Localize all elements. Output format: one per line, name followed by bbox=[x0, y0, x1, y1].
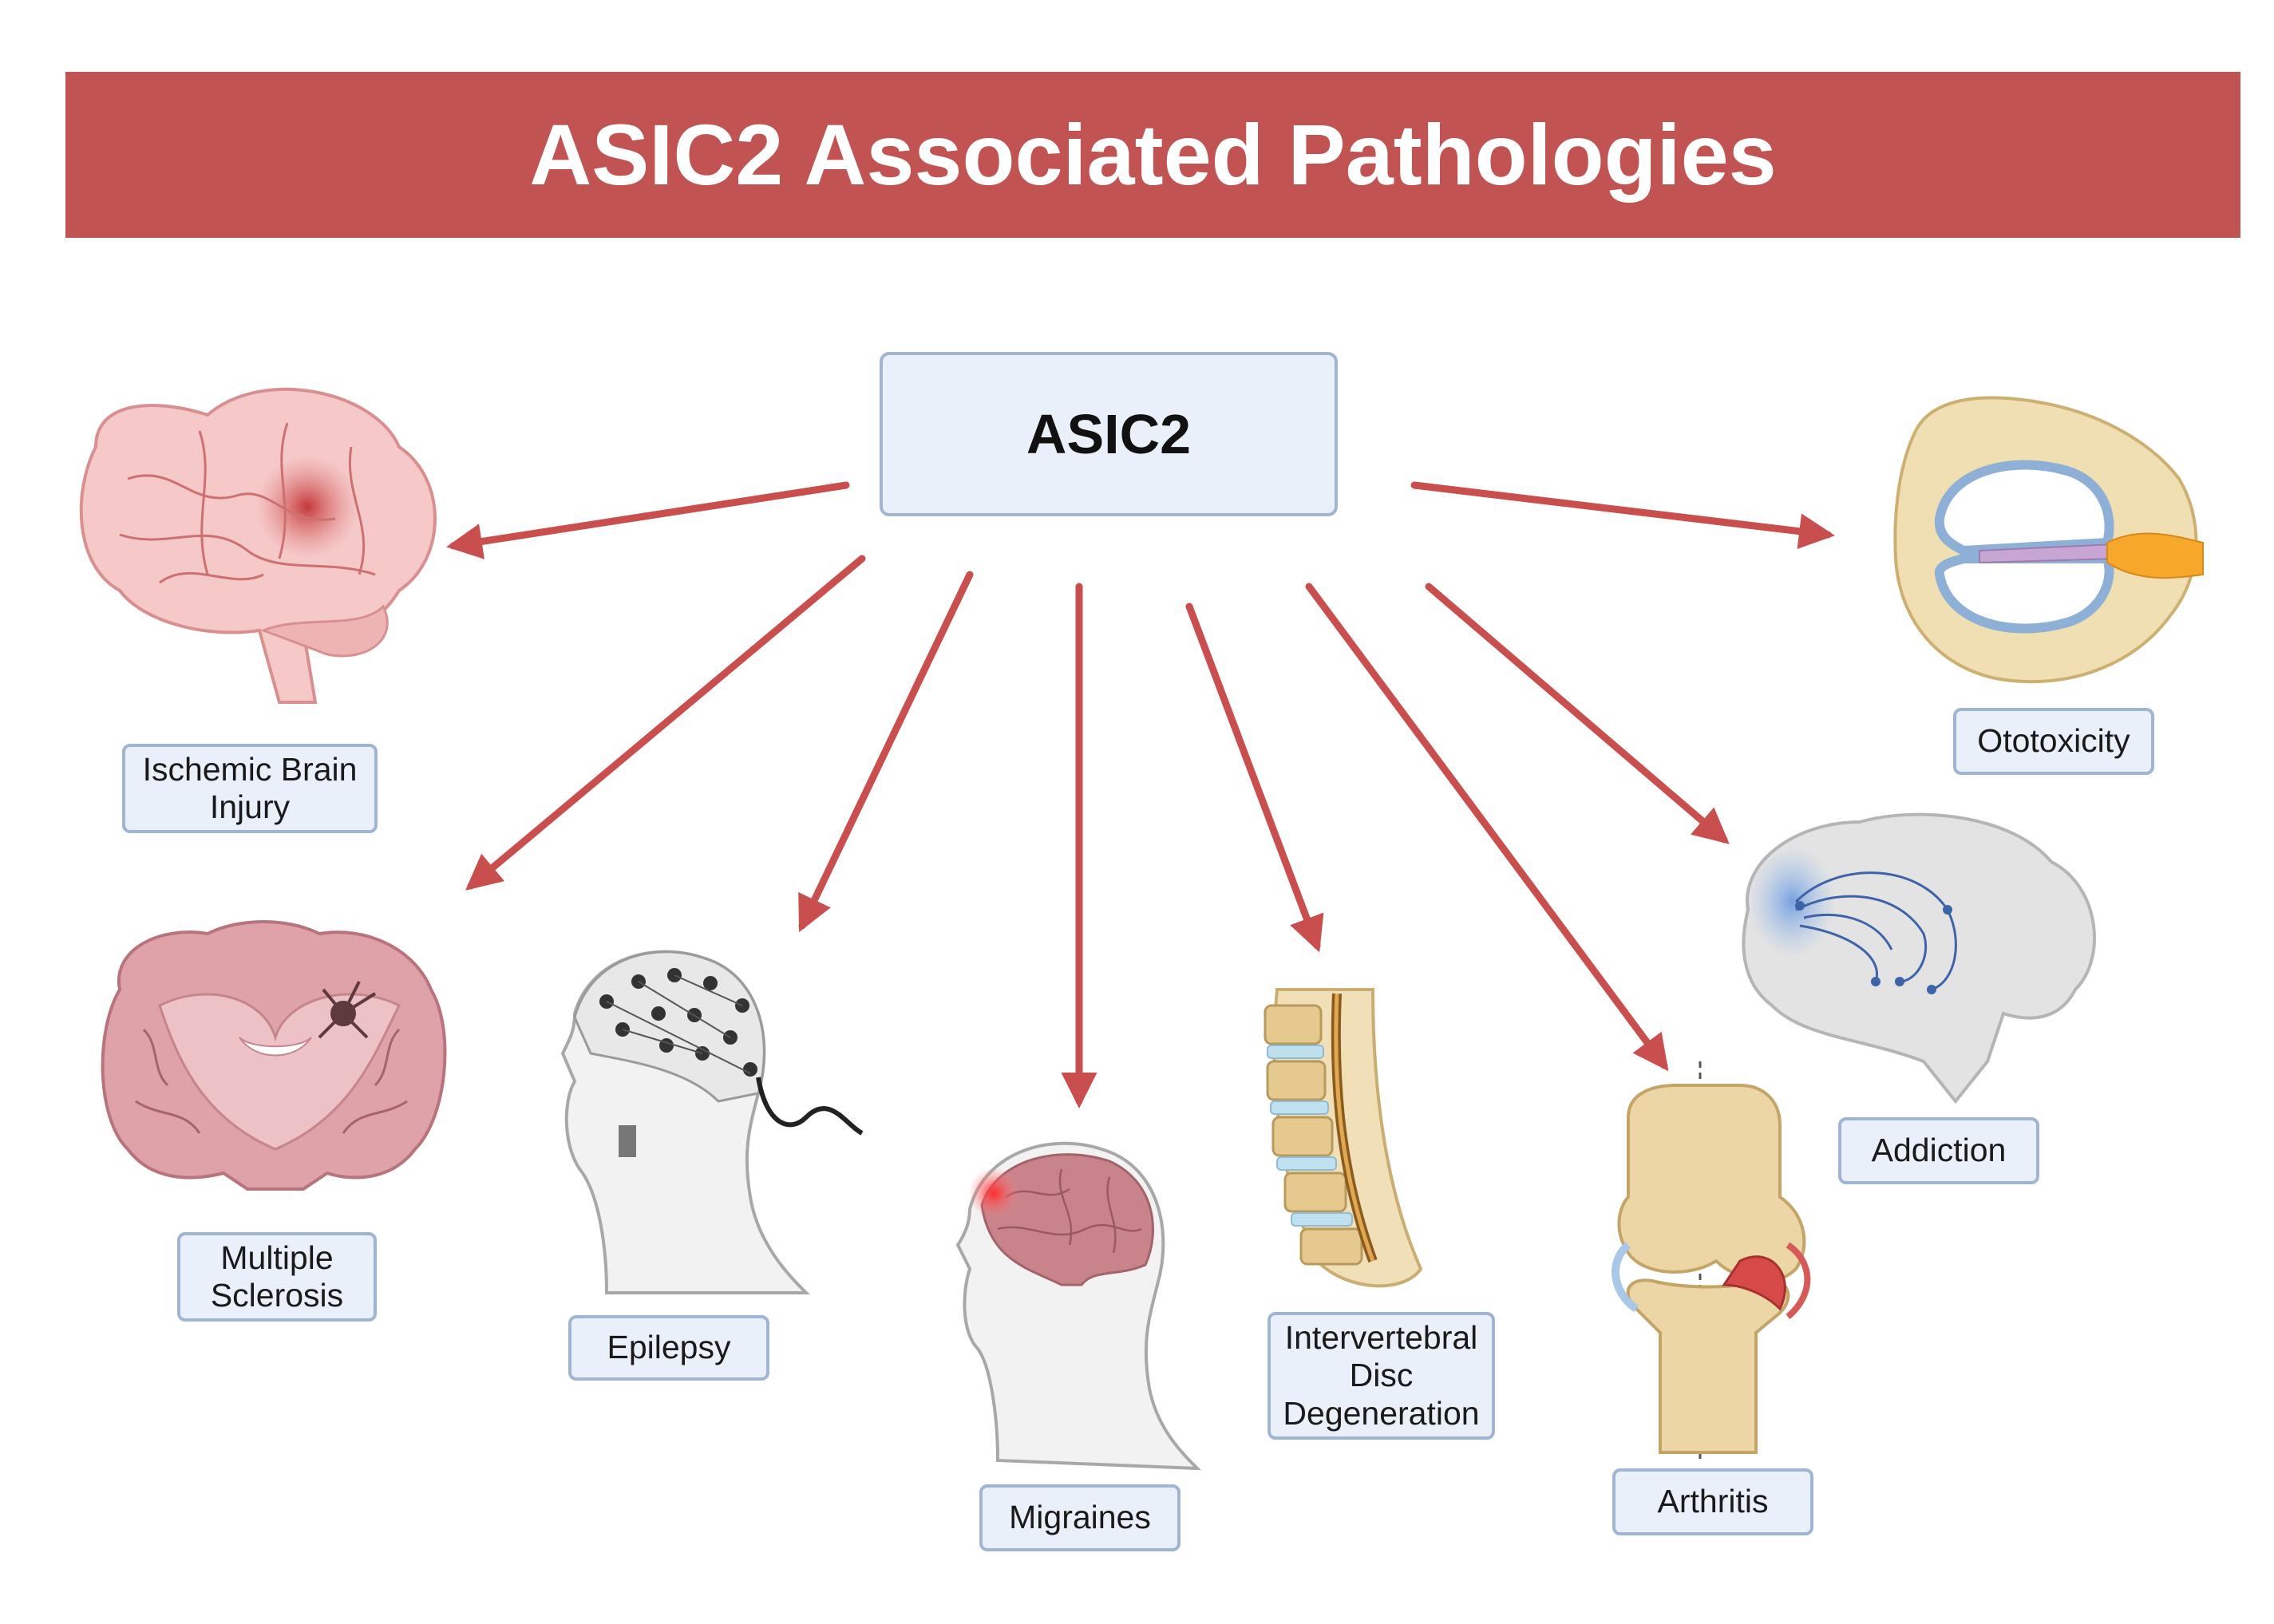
label-arthritis: Arthritis bbox=[1612, 1468, 1813, 1535]
arrow-addiction bbox=[1425, 583, 1730, 844]
spine-icon bbox=[1264, 988, 1423, 1288]
asic2-hub-box: ASIC2 bbox=[880, 352, 1338, 516]
arrow-epilepsy bbox=[798, 571, 974, 933]
brain-lesion-icon bbox=[79, 387, 437, 704]
hub-label: ASIC2 bbox=[1026, 403, 1192, 465]
cochlea-icon bbox=[1893, 396, 2204, 684]
head-pain-icon bbox=[955, 1141, 1202, 1471]
brain-coronal-section-icon bbox=[101, 920, 447, 1191]
knee-joint-icon bbox=[1612, 1061, 1811, 1460]
label-intervertebral-disc-degeneration: Intervertebral Disc Degeneration bbox=[1268, 1312, 1495, 1440]
arrow-ototoxicity bbox=[1410, 481, 1835, 550]
label-ischemic-brain-injury: Ischemic Brain Injury bbox=[122, 744, 378, 833]
page-title: ASIC2 Associated Pathologies bbox=[529, 106, 1777, 203]
title-banner: ASIC2 Associated Pathologies bbox=[65, 72, 2240, 238]
label-ototoxicity: Ototoxicity bbox=[1953, 708, 2154, 775]
brain-reward-pathway-icon bbox=[1742, 812, 2096, 1104]
arrows bbox=[446, 481, 1835, 1108]
arrow-ms bbox=[465, 555, 866, 891]
label-epilepsy: Epilepsy bbox=[568, 1315, 769, 1381]
arrow-disc bbox=[1185, 603, 1324, 953]
label-migraines: Migraines bbox=[979, 1484, 1181, 1551]
eeg-head-icon bbox=[560, 950, 864, 1294]
arrow-arthritis bbox=[1305, 583, 1669, 1072]
label-multiple-sclerosis: Multiple Sclerosis bbox=[177, 1232, 377, 1322]
label-addiction: Addiction bbox=[1838, 1117, 2039, 1184]
arrow-ischemic bbox=[446, 481, 850, 559]
